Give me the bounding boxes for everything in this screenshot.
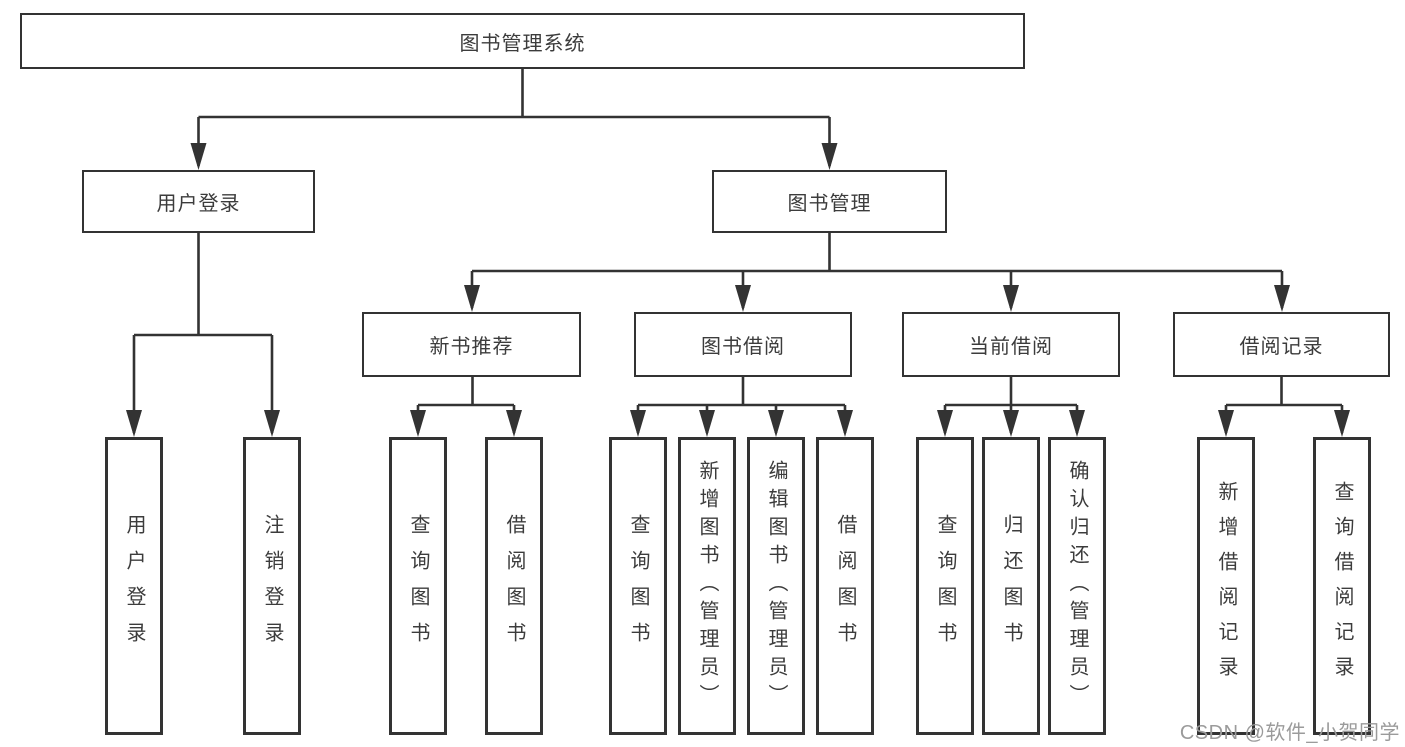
leaf-add-borrow-record: 新增借阅记录 (1197, 437, 1255, 735)
leaf-edit-books-admin: 编辑图书（管理员） (747, 437, 805, 735)
connector-stems (132, 69, 1344, 433)
leaf-query-books-recommend: 查询图书 (389, 437, 447, 735)
leaf-borrow-books-borrowing: 借阅图书 (816, 437, 874, 735)
csdn-watermark: CSDN @软件_小贺同学 (1179, 722, 1400, 744)
leaf-add-books-admin: 新增图书（管理员） (678, 437, 736, 735)
node-root: 图书管理系统 (20, 13, 1025, 69)
node-book-borrowing: 图书借阅 (634, 312, 852, 377)
leaf-return-books: 归还图书 (982, 437, 1040, 735)
leaf-query-books-borrowing: 查询图书 (609, 437, 667, 735)
leaf-query-books-current: 查询图书 (916, 437, 974, 735)
node-borrowing-records: 借阅记录 (1173, 312, 1390, 377)
node-book-management: 图书管理 (712, 170, 947, 233)
arrowhead-icons (126, 143, 1350, 437)
node-new-book-recommend: 新书推荐 (362, 312, 581, 377)
leaf-borrow-books-recommend: 借阅图书 (485, 437, 543, 735)
leaf-user-login: 用户登录 (105, 437, 163, 735)
node-user-login: 用户登录 (82, 170, 315, 233)
leaf-logout: 注销登录 (243, 437, 301, 735)
node-current-borrowing: 当前借阅 (902, 312, 1120, 377)
leaf-query-borrow-record: 查询借阅记录 (1313, 437, 1371, 735)
leaf-confirm-return-admin: 确认归还（管理员） (1048, 437, 1106, 735)
